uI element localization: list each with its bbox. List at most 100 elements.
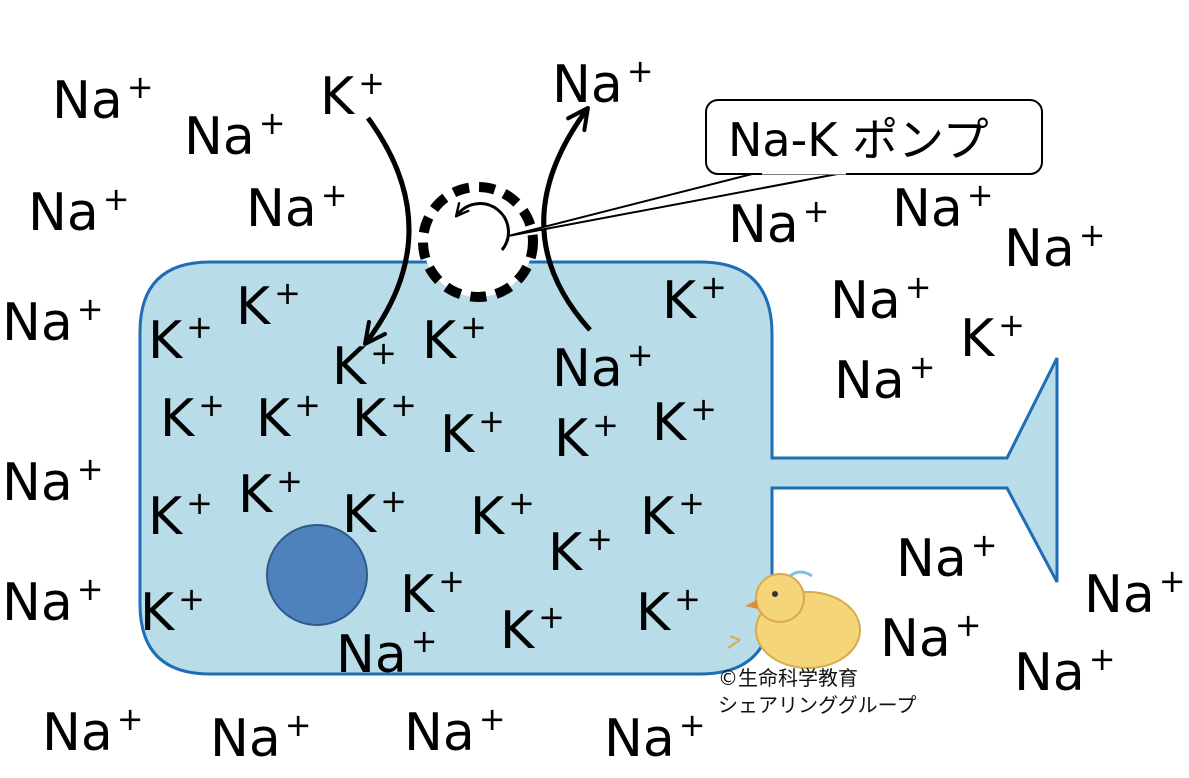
callout-box [705, 99, 1043, 175]
ion-symbol: Na [2, 453, 73, 513]
ion-symbol: Na [552, 55, 623, 115]
ion-symbol: K [160, 389, 196, 449]
ion-symbol: Na [336, 625, 407, 685]
ion-charge: + [127, 68, 154, 106]
ion-symbol: Na [728, 195, 799, 255]
ion-charge: + [955, 606, 982, 644]
ion-charge: + [186, 484, 213, 522]
k-ion-label: K+ [320, 64, 385, 127]
k-ion-label: K+ [440, 402, 505, 465]
na-ion-label: Na+ [2, 290, 104, 353]
ion-charge: + [259, 104, 286, 142]
k-ion-label: K+ [554, 406, 619, 469]
ion-charge: + [586, 520, 613, 558]
credit-line-2: シェアリンググループ [718, 693, 916, 717]
ion-charge: + [967, 176, 994, 214]
ion-charge: + [592, 406, 619, 444]
ion-symbol: K [400, 565, 436, 625]
ion-symbol: Na [896, 529, 967, 589]
na-ion-label: Na+ [552, 52, 654, 115]
k-ion-label: K+ [160, 386, 225, 449]
ion-symbol: K [652, 393, 688, 453]
ion-charge: + [390, 386, 417, 424]
ion-charge: + [294, 386, 321, 424]
ion-symbol: K [148, 487, 184, 547]
ion-charge: + [909, 348, 936, 386]
ion-charge: + [103, 180, 130, 218]
ion-symbol: Na [28, 183, 99, 243]
na-ion-label: Na+ [728, 192, 830, 255]
ion-charge: + [538, 598, 565, 636]
na-ion-label: Na+ [896, 526, 998, 589]
na-ion-label: Na+ [552, 336, 654, 399]
ion-charge: + [460, 308, 487, 346]
ion-charge: + [674, 580, 701, 618]
na-ion-label: Na+ [830, 268, 932, 331]
na-ion-label: Na+ [52, 68, 154, 131]
callout-label: Na-K ポンプ [728, 113, 989, 167]
na-ion-label: Na+ [404, 700, 506, 763]
k-ion-label: K+ [662, 268, 727, 331]
pump-circle [418, 182, 538, 302]
ion-symbol: Na [880, 609, 951, 669]
ion-symbol: K [238, 465, 274, 525]
ion-charge: + [478, 402, 505, 440]
na-ion-label: Na+ [2, 450, 104, 513]
k-ion-label: K+ [332, 334, 397, 397]
ion-symbol: Na [2, 293, 73, 353]
ion-symbol: K [236, 277, 272, 337]
ion-charge: + [627, 336, 654, 374]
ion-charge: + [186, 308, 213, 346]
k-ion-label: K+ [236, 274, 301, 337]
ion-symbol: K [470, 487, 506, 547]
ion-symbol: K [500, 601, 536, 661]
ion-charge: + [700, 268, 727, 306]
ion-charge: + [77, 290, 104, 328]
na-ion-label: Na+ [210, 706, 312, 769]
ion-charge: + [358, 64, 385, 102]
ion-charge: + [276, 462, 303, 500]
ion-charge: + [1089, 640, 1116, 678]
ion-charge: + [690, 390, 717, 428]
ion-symbol: Na [184, 107, 255, 167]
ion-symbol: Na [830, 271, 901, 331]
na-ion-label: Na+ [1084, 562, 1186, 625]
k-ion-label: K+ [636, 580, 701, 643]
chick-illustration [727, 570, 861, 669]
ion-charge: + [438, 562, 465, 600]
ion-charge: + [285, 706, 312, 744]
ion-symbol: K [422, 311, 458, 371]
ion-symbol: Na [42, 703, 113, 763]
ion-symbol: Na [892, 179, 963, 239]
ion-symbol: K [548, 523, 584, 583]
ion-symbol: K [554, 409, 590, 469]
neuron-cell [138, 260, 1059, 676]
k-ion-label: K+ [652, 390, 717, 453]
na-ion-label: Na+ [880, 606, 982, 669]
k-ion-label: K+ [352, 386, 417, 449]
rotation-arrow-icon [454, 202, 510, 251]
na-ion-label: Na+ [1004, 216, 1106, 279]
ion-charge: + [411, 622, 438, 660]
ion-symbol: Na [1004, 219, 1075, 279]
ion-charge: + [479, 700, 506, 738]
ion-charge: + [274, 274, 301, 312]
ion-charge: + [998, 306, 1025, 344]
ion-symbol: K [662, 271, 698, 331]
na-ion-label: Na+ [604, 706, 706, 769]
ion-charge: + [77, 450, 104, 488]
ion-charge: + [678, 484, 705, 522]
ion-charge: + [905, 268, 932, 306]
k-ion-label: K+ [422, 308, 487, 371]
k-ion-label: K+ [640, 484, 705, 547]
ion-charge: + [117, 700, 144, 738]
k-ion-label: K+ [960, 306, 1025, 369]
nucleus [266, 524, 368, 626]
k-ion-label: K+ [342, 482, 407, 545]
ion-charge: + [971, 526, 998, 564]
ion-symbol: Na [834, 351, 905, 411]
na-ion-label: Na+ [1014, 640, 1116, 703]
ion-symbol: Na [246, 179, 317, 239]
na-ion-label: Na+ [246, 176, 348, 239]
na-ion-label: Na+ [28, 180, 130, 243]
